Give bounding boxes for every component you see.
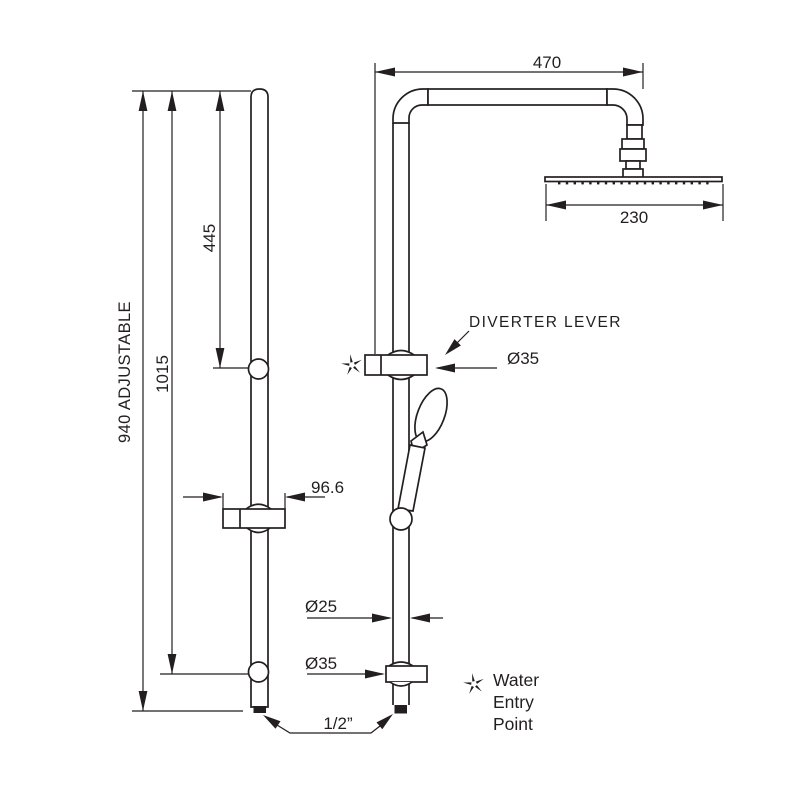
head-drop-tube (626, 124, 643, 140)
wall-bracket-assembly: 96.6 (183, 478, 344, 534)
label-water-entry-line1: Water (493, 670, 539, 690)
inlet-block-assembly (385, 661, 428, 714)
arrow-right-icon (703, 200, 723, 210)
arrow-right-icon (365, 669, 385, 679)
arrow-right-icon (372, 613, 392, 623)
arrow-right-icon (203, 492, 223, 502)
slide-rail-assembly (247, 88, 270, 713)
dim-upper-section: 445 (200, 224, 219, 252)
dim-head-width: 230 (620, 208, 648, 227)
inlet-block (385, 665, 428, 683)
hand-shower-head (414, 387, 448, 443)
label-diverter-lever: DIVERTER LEVER (469, 314, 622, 331)
left-dimension-group: 940 ADJUSTABLE 1015 445 (116, 90, 251, 712)
shower-head-nozzles (558, 181, 709, 185)
dim-overall-height: 1015 (153, 355, 172, 393)
arm-left-bend (392, 88, 429, 124)
dim-riser-diameter: Ø25 (305, 597, 337, 616)
dim-inlet-diameter: Ø35 (305, 654, 337, 673)
water-entry-star-icon (341, 354, 362, 375)
dim-thread-size: 1/2” (323, 714, 353, 733)
rail-slider-knob-upper (247, 358, 270, 380)
slide-rail-tube (250, 88, 269, 708)
head-collar (625, 160, 641, 170)
rail-thread-nub (253, 706, 266, 713)
dim-bracket-width: 96.6 (311, 478, 344, 497)
arrow-left-icon (546, 200, 566, 210)
wall-bracket (222, 508, 286, 529)
arrow-up-left-icon (263, 715, 281, 729)
arm-right-bend (606, 88, 644, 126)
dim-adjustable-height: 940 ADJUSTABLE (116, 301, 134, 443)
hand-shower-assembly (389, 387, 448, 531)
hand-shower-handle (396, 443, 426, 512)
overhead-shower-assembly: 230 (544, 124, 724, 227)
riser-thread-nub (394, 705, 407, 714)
diverter-block (364, 354, 428, 376)
arrow-down-icon (138, 691, 148, 711)
head-connector-nut (621, 138, 645, 150)
rail-slider-knob-lower (247, 661, 270, 683)
riser-tube (392, 123, 410, 705)
head-swivel-nut (619, 148, 647, 162)
shower-arm-assembly: 470 (374, 53, 644, 354)
dim-diverter-diameter: Ø35 (507, 349, 539, 368)
arrow-up-icon (138, 91, 148, 111)
arm-horizontal-tube (427, 88, 608, 106)
arrow-up-icon (167, 91, 177, 111)
diverter-assembly (341, 349, 428, 381)
lower-dimension-group: Ø25 Ø35 (305, 597, 443, 679)
arrow-up-right-icon (376, 714, 393, 730)
arrow-left-icon (285, 492, 305, 502)
arrow-right-icon (623, 67, 643, 77)
arrow-down-left-icon (445, 339, 461, 355)
shower-head-plate (544, 176, 723, 183)
label-water-entry-line3: Point (493, 714, 533, 734)
water-entry-legend: Water Entry Point (463, 670, 539, 734)
arrow-left-icon (410, 613, 430, 623)
hand-shower-holder-knob (389, 507, 413, 531)
label-water-entry-line2: Entry (493, 692, 534, 712)
arrow-down-icon (215, 348, 225, 368)
diverter-callouts: DIVERTER LEVER Ø35 (435, 314, 622, 373)
dim-arm-length: 470 (533, 53, 561, 72)
arrow-left-icon (375, 67, 395, 77)
riser-assembly (392, 123, 410, 705)
arrow-down-icon (167, 654, 177, 674)
arrow-left-icon (435, 363, 455, 373)
water-entry-star-icon (463, 673, 484, 694)
thread-callout: 1/2” (263, 714, 393, 734)
arrow-up-icon (215, 91, 225, 111)
